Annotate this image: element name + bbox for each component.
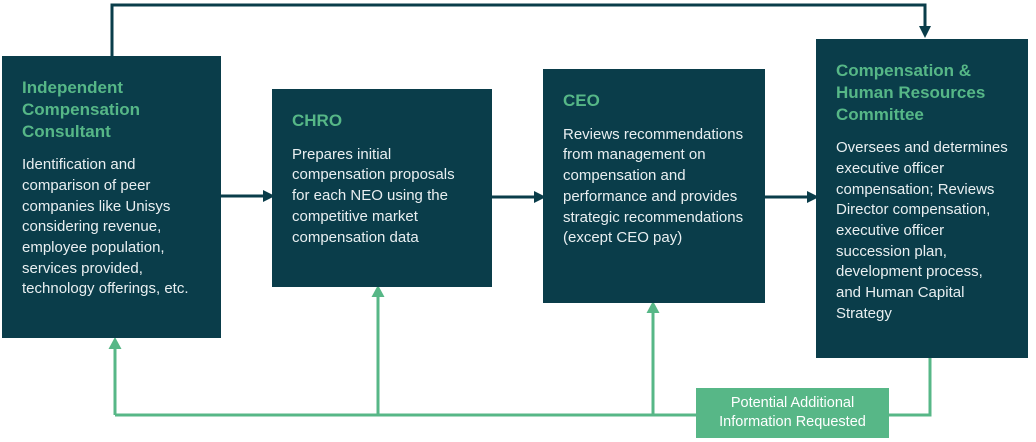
box-title: CEO: [563, 91, 600, 110]
feedback-line: [115, 358, 932, 417]
box-title: Independent Compensation Consultant: [22, 78, 141, 141]
box-body: Oversees and determines executive office…: [836, 139, 1008, 322]
box-chro: CHRO Prepares initial compensation propo…: [272, 89, 492, 287]
box-compensation-human-resources-committee: Compensation & Human Resources Committee…: [816, 39, 1028, 358]
arrow-consultant-to-committee: [110, 3, 931, 57]
feedback-label-line2: Information Requested: [719, 414, 866, 430]
box-ceo: CEO Reviews recommendations from managem…: [543, 69, 765, 303]
box-independent-compensation-consultant: Independent Compensation Consultant Iden…: [2, 56, 221, 338]
box-body: Prepares initial compensation proposals …: [292, 145, 455, 246]
box-title: CHRO: [292, 111, 343, 130]
box-body: Reviews recommendations from management …: [563, 125, 744, 247]
box-title: Compensation & Human Resources Committee: [836, 61, 986, 124]
box-body: Identification and comparison of peer co…: [22, 156, 189, 298]
feedback-label: Potential Additional Information Request…: [696, 388, 889, 438]
feedback-label-line1: Potential Additional: [730, 394, 855, 411]
